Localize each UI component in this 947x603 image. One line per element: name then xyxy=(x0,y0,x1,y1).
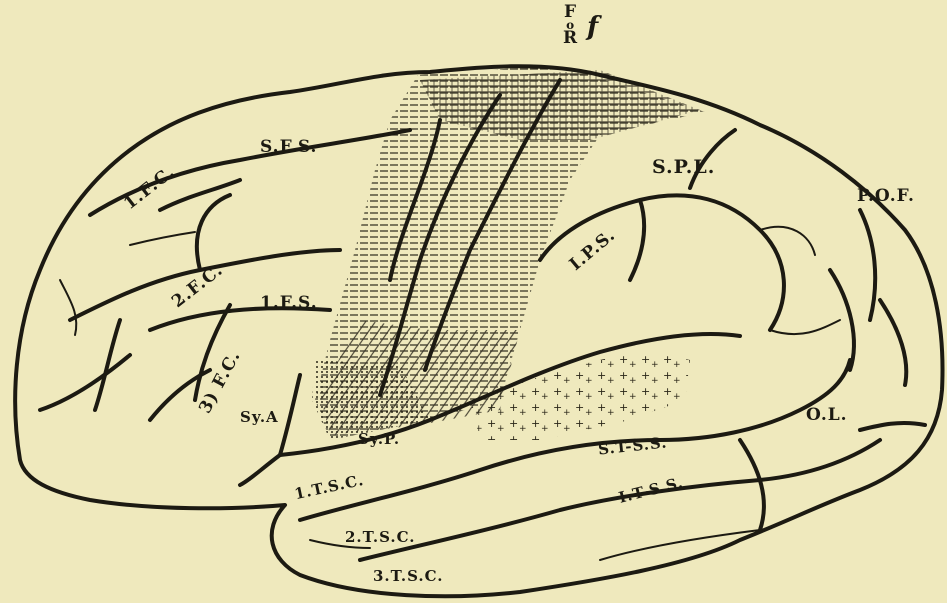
label-f-lower: f xyxy=(587,12,599,42)
label-sfs: S.F.S. xyxy=(260,137,317,157)
label-pof: P.O.F. xyxy=(857,186,915,206)
label-spl: S.P.L. xyxy=(652,156,715,178)
label-ol: O.L. xyxy=(806,405,848,425)
label-for: F o R xyxy=(563,6,577,45)
label-syp: Sy.P. xyxy=(358,430,400,448)
label-3tsc: 3.T.S.C. xyxy=(373,567,444,585)
label-for-r: R xyxy=(563,32,577,45)
label-2tsc: 2.T.S.C. xyxy=(345,528,416,546)
label-sya: Sy.A xyxy=(240,408,279,426)
label-1fs: 1.F.S. xyxy=(260,293,318,313)
